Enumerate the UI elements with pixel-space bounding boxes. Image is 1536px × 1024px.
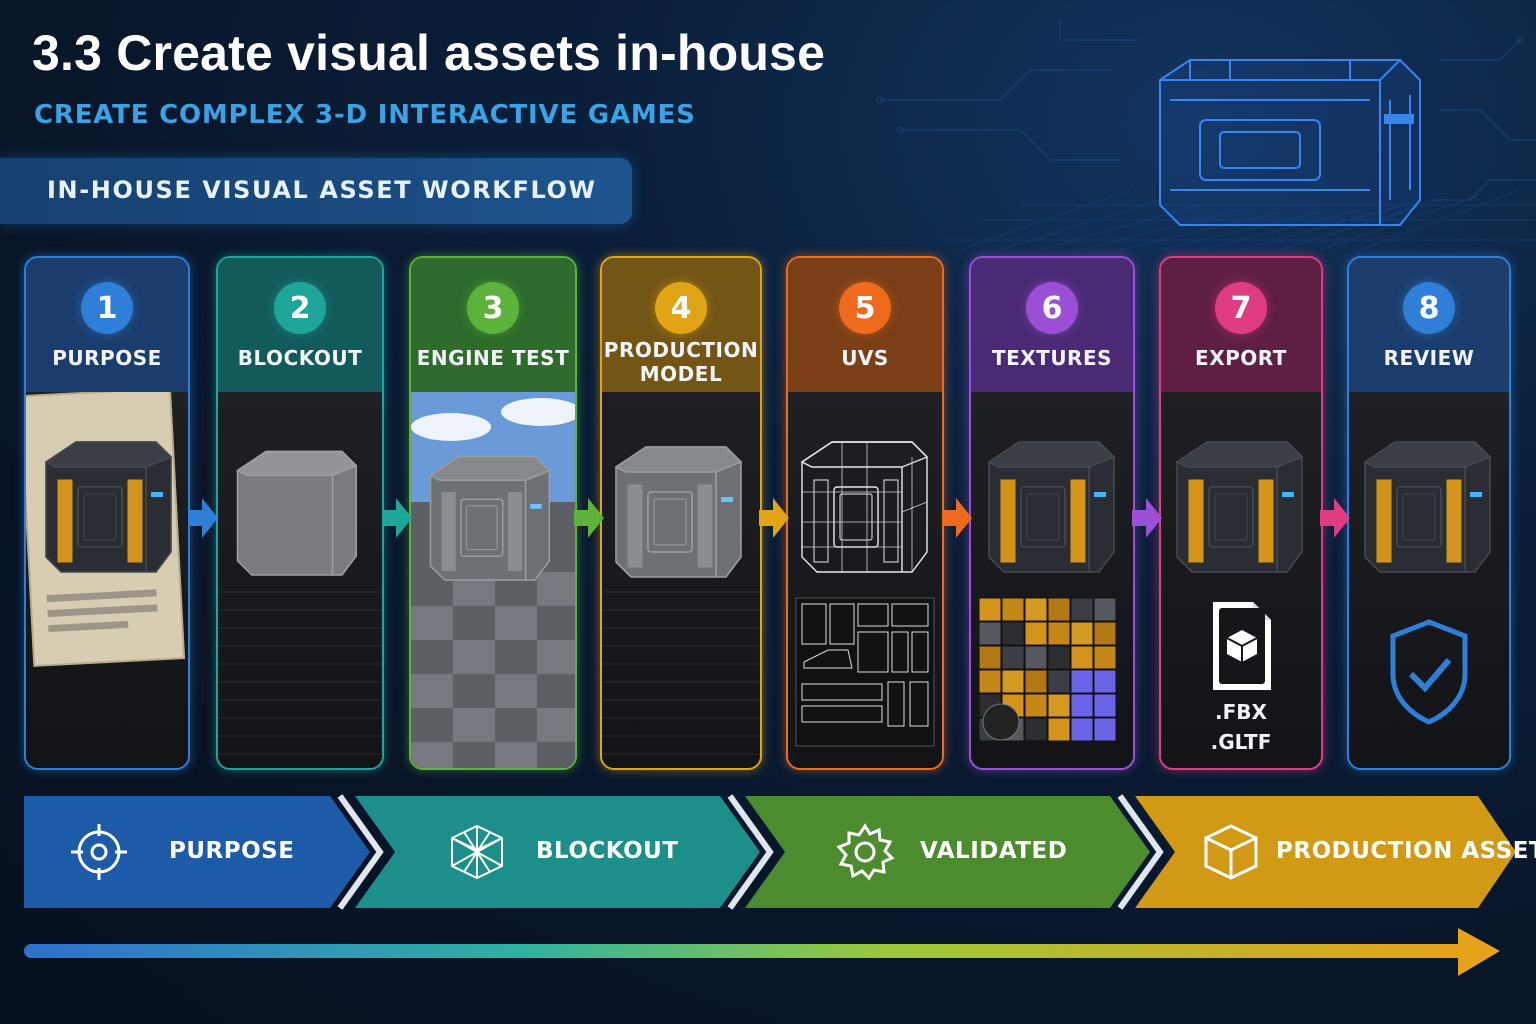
step-arrow-icon (381, 498, 412, 538)
gear-icon (836, 823, 895, 881)
step-arrow-icon (573, 498, 604, 538)
stage-purpose: PURPOSE (0, 796, 360, 908)
workflow-banner-label: IN-HOUSE VISUAL ASSET WORKFLOW (47, 176, 597, 204)
step-number-badge: 2 (274, 282, 326, 334)
step-number-badge: 7 (1215, 282, 1267, 334)
stage-production-asset: PRODUCTION ASSET (1160, 796, 1536, 908)
step-illustration (1349, 392, 1509, 768)
step-number-badge: 1 (81, 282, 133, 334)
step-arrow-icon (759, 498, 789, 538)
step-art (602, 446, 760, 755)
step-illustration (602, 392, 760, 768)
step-arrow-icon (1320, 498, 1350, 538)
step-illustration (26, 392, 188, 768)
step-label: PURPOSE (52, 346, 162, 370)
step-number-badge: 6 (1026, 282, 1078, 334)
step-label: PRODUCTION MODEL (603, 338, 759, 386)
step-number-badge: 3 (467, 282, 519, 334)
step-number-badge: 5 (839, 282, 891, 334)
step-art (1175, 441, 1304, 690)
stage-blockout: BLOCKOUT (380, 796, 740, 908)
step-arrow-icon (941, 498, 972, 538)
export-format-label: .FBX (1215, 700, 1267, 724)
crosshair-icon (71, 824, 127, 880)
stage-label: PURPOSE (169, 838, 295, 864)
step-label: REVIEW (1383, 346, 1475, 370)
step-illustration (971, 392, 1133, 768)
step-label: ENGINE TEST (416, 346, 570, 370)
step-illustration (218, 392, 382, 768)
step-label: UVS (841, 346, 889, 370)
timeline-arrow (24, 928, 1500, 976)
export-format-label: .GLTF (1210, 730, 1272, 754)
cube-icon (1204, 824, 1258, 880)
stage-label: PRODUCTION ASSET (1276, 838, 1536, 864)
step-illustration (411, 392, 575, 768)
stage-validated: VALIDATED (770, 796, 1130, 908)
step-art (1363, 441, 1492, 725)
step-illustration: .FBX .GLTF (1161, 392, 1321, 768)
step-arrow-icon (188, 498, 218, 538)
step-art (978, 441, 1117, 742)
step-art (26, 392, 186, 667)
step-label: BLOCKOUT (237, 346, 363, 370)
step-number-badge: 4 (655, 282, 707, 334)
step-number-badge: 8 (1403, 282, 1455, 334)
step-art (218, 450, 382, 755)
page-title: 3.3 Create visual assets in-house (32, 25, 826, 81)
step-illustration (788, 392, 942, 768)
step-art (795, 441, 935, 747)
stage-label: BLOCKOUT (536, 838, 679, 864)
workflow-banner: IN-HOUSE VISUAL ASSET WORKFLOW (0, 158, 632, 224)
step-art (411, 392, 575, 768)
wireframe-cube-icon (451, 824, 503, 880)
step-arrow-icon (1132, 498, 1162, 538)
step-label: TEXTURES (991, 346, 1113, 370)
page-subtitle: CREATE COMPLEX 3-D INTERACTIVE GAMES (34, 100, 696, 130)
stage-label: VALIDATED (920, 838, 1068, 864)
hologram-crate-illustration (1159, 59, 1421, 226)
step-label: EXPORT (1195, 346, 1287, 370)
